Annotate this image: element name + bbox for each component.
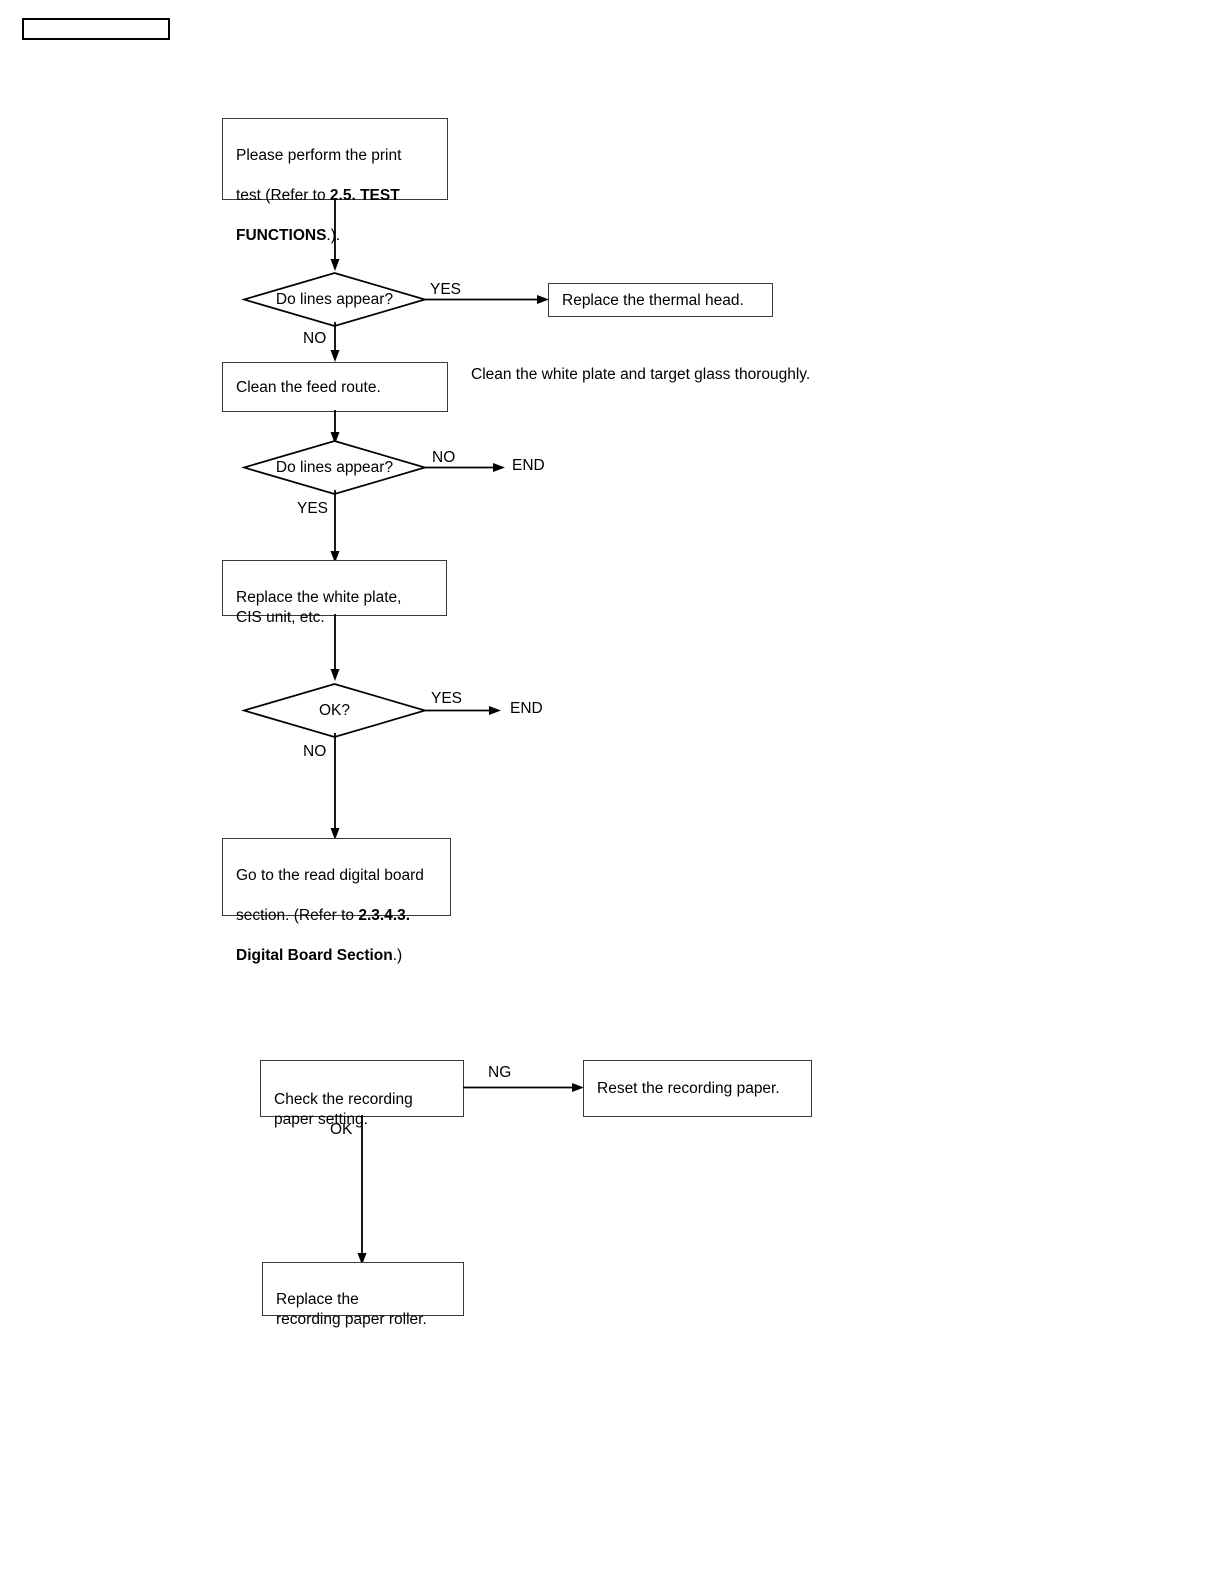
- print-test-line2-pre: test (Refer to: [236, 187, 330, 204]
- digital-board-line3-post: .): [392, 947, 403, 964]
- digital-board-line3-bold: Digital Board Section: [236, 947, 393, 964]
- flow1-box-print-test: Please perform the print test (Refer to …: [222, 118, 448, 244]
- flow1-box-clean-feed-route: Clean the feed route.: [222, 362, 448, 412]
- check-paper-text: Check the recording paper setting.: [274, 1091, 413, 1128]
- decision2-no-label: NO: [432, 449, 456, 466]
- flow2-box-reset-recording-paper: Reset the recording paper.: [583, 1060, 812, 1117]
- edge-check-paper-ng-to-reset-paper: [463, 1078, 593, 1100]
- decision1-no-label: NO: [303, 330, 327, 347]
- edge-decision1-no-to-clean-feed: [320, 322, 360, 366]
- print-test-line3-post: .).: [326, 227, 341, 244]
- edge-decision3-yes-to-end: [424, 701, 510, 723]
- edge-check-paper-ok-to-replace-roller: [347, 1115, 387, 1270]
- flow1-terminal-end-1: END: [512, 457, 545, 474]
- print-test-line1: Please perform the print: [236, 147, 402, 164]
- edge-decision2-no-to-end: [424, 458, 514, 480]
- print-test-line2-bold: 2.5. TEST: [329, 187, 400, 204]
- flow2-box-replace-recording-paper-roller: Replace the recording paper roller.: [262, 1262, 464, 1328]
- replace-roller-text: Replace the recording paper roller.: [276, 1291, 427, 1328]
- flow1-note-clean-white-plate: Clean the white plate and target glass t…: [471, 366, 811, 383]
- flow1-box-replace-white-plate: Replace the white plate, CIS unit, etc.: [222, 560, 447, 626]
- clean-feed-text: Clean the feed route.: [236, 378, 381, 396]
- digital-board-line2-pre: section. (Refer to: [236, 907, 359, 924]
- flow2-label-ok: OK: [330, 1121, 353, 1138]
- flow1-decision-ok: OK?: [240, 683, 429, 738]
- flow1-decision-do-lines-appear-2: Do lines appear?: [240, 440, 429, 495]
- flow2-label-ng: NG: [488, 1064, 512, 1081]
- thermal-head-text: Replace the thermal head.: [562, 291, 744, 309]
- flow1-box-replace-thermal-head: Replace the thermal head.: [548, 283, 773, 317]
- edge-decision2-yes-to-white-plate: [320, 490, 360, 568]
- flow1-terminal-end-2: END: [510, 700, 543, 717]
- flow2-box-check-recording-paper: Check the recording paper setting.: [260, 1060, 464, 1128]
- edge-clean-feed-to-decision2: [320, 410, 360, 448]
- decision3-no-label: NO: [303, 743, 327, 760]
- edge-print-test-to-decision1: [320, 198, 360, 276]
- decision2-yes-label: YES: [297, 500, 329, 517]
- edge-white-plate-to-decision3: [320, 614, 360, 686]
- reset-paper-text: Reset the recording paper.: [597, 1080, 780, 1097]
- print-test-line3-bold: FUNCTIONS: [236, 227, 327, 244]
- flow1-box-digital-board: Go to the read digital board section. (R…: [222, 838, 451, 964]
- decision1-yes-label: YES: [430, 281, 462, 298]
- header-rule-box: [22, 18, 170, 40]
- digital-board-line2-bold: 2.3.4.3.: [358, 907, 411, 924]
- digital-board-line1: Go to the read digital board: [236, 867, 424, 884]
- edge-decision1-yes-to-thermal-head: [424, 290, 556, 312]
- flow1-decision-do-lines-appear-1: Do lines appear?: [240, 272, 429, 327]
- decision3-yes-label: YES: [431, 690, 463, 707]
- edge-decision3-no-to-digital-board: [320, 733, 360, 845]
- white-plate-text: Replace the white plate, CIS unit, etc.: [236, 589, 402, 626]
